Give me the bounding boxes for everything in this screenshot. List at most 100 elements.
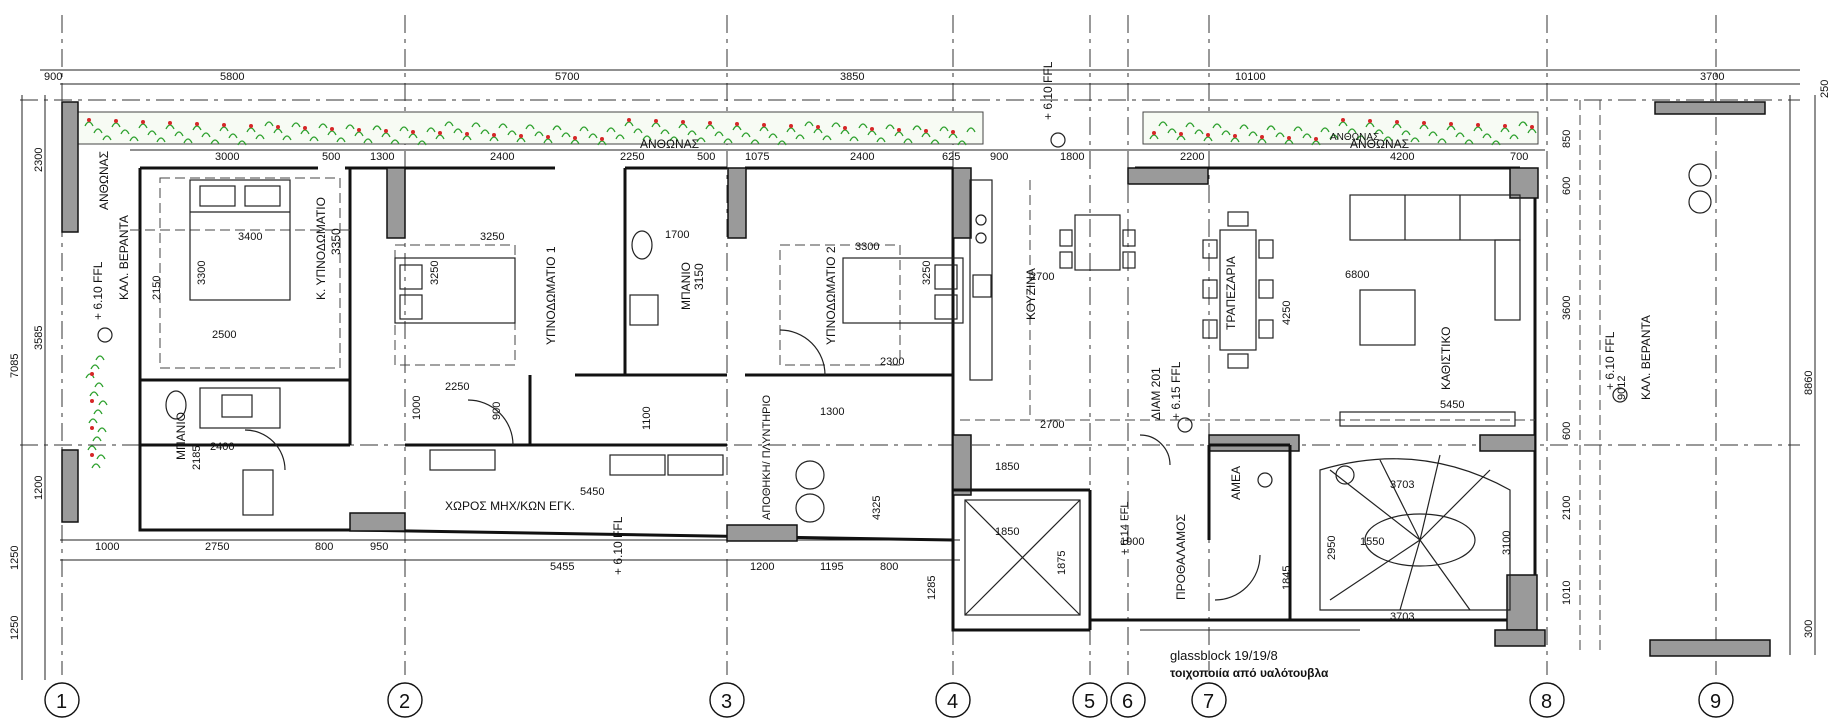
dim-w-900: 900 bbox=[491, 402, 503, 420]
planter-flower bbox=[1179, 132, 1183, 136]
planter-flower bbox=[1476, 123, 1480, 127]
dim-inner-625: 625 bbox=[942, 151, 960, 163]
planter-flower bbox=[519, 134, 523, 138]
planter-leaf bbox=[372, 125, 382, 131]
svg-text:3: 3 bbox=[721, 691, 732, 713]
planter-leaf bbox=[1374, 129, 1384, 135]
exterior-walls bbox=[61, 101, 1771, 657]
bedroom2-label: ΥΠΝΟΔΩΜΑΤΙΟ 2 bbox=[824, 246, 838, 345]
grid-bubble-8: 8 bbox=[1529, 682, 1565, 718]
planter-flower bbox=[1530, 125, 1534, 129]
wall-note: τοιχοποιία από υαλότουβλα bbox=[1170, 666, 1329, 680]
planter-leaf bbox=[957, 140, 967, 146]
planter-flower bbox=[897, 128, 901, 132]
planter-flower bbox=[90, 399, 94, 403]
dim-top-10100: 10100 bbox=[1235, 71, 1266, 83]
level-hall: + 6.14 FFL bbox=[1119, 501, 1131, 555]
svg-text:7: 7 bbox=[1203, 691, 1214, 713]
svg-text:8: 8 bbox=[1541, 691, 1552, 713]
planter-flower bbox=[276, 125, 280, 129]
planter-leaf bbox=[507, 130, 517, 136]
kitchen-sink-icon bbox=[972, 274, 992, 298]
dim-w-4325: 4325 bbox=[871, 496, 883, 520]
dim-right-300: 300 bbox=[1803, 620, 1815, 638]
dim-living-5450: 5450 bbox=[1440, 399, 1464, 411]
dim-stair-3703b: 3703 bbox=[1390, 611, 1414, 623]
dim-inner-4200: 4200 bbox=[1390, 151, 1414, 163]
veranda-left-label: ΚΑΛ. ΒΕΡΑΝΤΑ bbox=[117, 215, 131, 300]
planter-leaf bbox=[93, 128, 103, 134]
dim-bottom-5455: 5455 bbox=[550, 561, 574, 573]
planter-leaf bbox=[669, 136, 679, 142]
planter-leaf bbox=[633, 128, 643, 134]
planter-flower bbox=[141, 120, 145, 124]
kitchen-counter-icon bbox=[969, 179, 993, 381]
dim-top-3700: 3700 bbox=[1700, 71, 1724, 83]
planter-flower bbox=[222, 123, 226, 127]
planter-leaf bbox=[417, 140, 427, 146]
dim-bath-1700: 1700 bbox=[665, 229, 689, 241]
planter-leaf bbox=[561, 132, 571, 138]
dim-bed2-2300: 2300 bbox=[880, 356, 904, 368]
planter-leaf bbox=[741, 132, 751, 138]
level-top: + 6.10 FFL bbox=[1041, 61, 1055, 120]
dim-master-2150: 2150 bbox=[151, 276, 163, 300]
dim-left-1200: 1200 bbox=[33, 476, 45, 500]
planter-flower bbox=[1395, 120, 1399, 124]
dim-left-2300: 2300 bbox=[33, 148, 45, 172]
planter-leaf bbox=[174, 131, 184, 137]
dim-inner-1800: 1800 bbox=[1060, 151, 1084, 163]
dim-living-6800: 6800 bbox=[1345, 269, 1369, 281]
planter-flower bbox=[168, 121, 172, 125]
planter-leaf bbox=[849, 136, 859, 142]
planter-leaf bbox=[1221, 130, 1231, 136]
glassblock-note: glassblock 19/19/8 bbox=[1170, 648, 1278, 663]
planter-leaf bbox=[768, 133, 778, 139]
dim-bed1-h: 3250 bbox=[429, 261, 441, 285]
top-dimension-chain: 900 5800 5700 3850 10100 3700 3000 500 1… bbox=[40, 69, 1800, 163]
bedroom1-bed-icon bbox=[394, 257, 516, 324]
left-dimension-chain: 7085 2300 3585 1200 1250 1250 bbox=[9, 95, 46, 680]
planter-leaf bbox=[399, 126, 409, 132]
bath1-label: ΜΠΑΝΙΟ bbox=[679, 262, 693, 310]
dim-inner-2400b: 2400 bbox=[850, 151, 874, 163]
planter-leaf bbox=[94, 382, 104, 388]
planter-flower bbox=[762, 123, 766, 127]
planter-leaf bbox=[1158, 121, 1168, 127]
dim-bottom-800b: 800 bbox=[880, 561, 898, 573]
planter-leaf bbox=[1491, 140, 1501, 146]
planter-flower bbox=[654, 119, 658, 123]
planter-flower bbox=[384, 129, 388, 133]
svg-text:2: 2 bbox=[399, 691, 410, 713]
shower-icon bbox=[242, 469, 274, 516]
grid-bubble-2: 2 bbox=[387, 682, 423, 718]
planter-leaf bbox=[255, 134, 265, 140]
dim-inner-500b: 500 bbox=[697, 151, 715, 163]
planter-flower bbox=[114, 119, 118, 123]
svg-text:1: 1 bbox=[56, 691, 67, 713]
planter-leaf bbox=[885, 124, 895, 130]
planter-leaf bbox=[660, 129, 670, 135]
planter-leaf bbox=[363, 138, 373, 144]
planter-leaf bbox=[102, 135, 112, 141]
svg-text:6: 6 bbox=[1122, 691, 1133, 713]
planter-right-label: ΑΝΘΩΝΑΣ bbox=[1350, 137, 1409, 151]
planter-flower bbox=[357, 128, 361, 132]
dim-top-3850: 3850 bbox=[840, 71, 864, 83]
planter-leaf bbox=[91, 463, 101, 469]
planter-flower bbox=[600, 137, 604, 141]
planter-flower bbox=[1341, 118, 1345, 122]
planter-leaf bbox=[309, 136, 319, 142]
dim-bed1-w: 3250 bbox=[480, 231, 504, 243]
planter-leaf bbox=[750, 139, 760, 145]
planter-leaf bbox=[93, 409, 103, 415]
dim-bed1-2250: 2250 bbox=[445, 381, 469, 393]
planter-flower bbox=[816, 125, 820, 129]
planter-flower bbox=[951, 130, 955, 134]
living-label: ΚΑΘΙΣΤΙΚΟ bbox=[1439, 327, 1453, 390]
planter-leaf bbox=[696, 137, 706, 143]
bedroom2-bed-icon bbox=[842, 257, 964, 324]
planter-leaf bbox=[1356, 135, 1366, 141]
planter-leaf bbox=[642, 135, 652, 141]
